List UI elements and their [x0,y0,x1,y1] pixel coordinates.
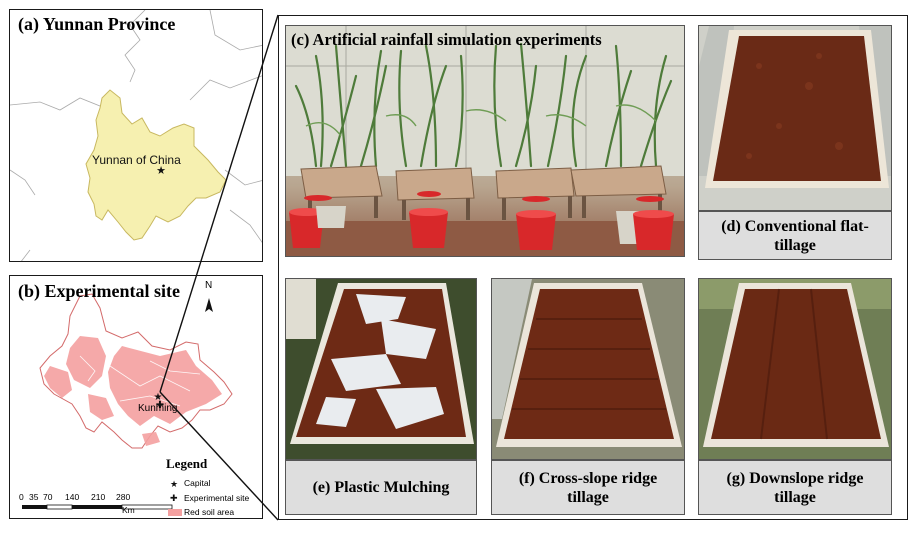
legend-item-experimental-site: Experimental site [184,493,250,503]
panel-b-experimental-site: ★ ✚ ★ ✚ (b) Experimental site N Kunming … [9,275,263,519]
scale-tick-35: 35 [29,492,39,502]
bucket-group [289,191,674,250]
red-soil-map: ★ ✚ ★ ✚ [22,293,233,516]
legend-item-red-soil: Red soil area [184,507,235,517]
photo-d-flat-tillage [698,25,892,211]
scale-tick-210: 210 [91,492,106,502]
scale-tick-0: 0 [19,492,24,502]
scale-bar [22,504,173,510]
yunnan-map: ★ [10,10,262,261]
caption-d: (d) Conventional flat-tillage [698,211,892,260]
north-label: N [205,280,213,291]
photo-f-cross-slope-ridge [491,278,685,460]
scale-tick-280: 280 [116,492,131,502]
legend-title: Legend [166,456,208,471]
photo-c-rainfall-simulation: (c) Artificial rainfall simulation exper… [285,25,685,257]
caption-e: (e) Plastic Mulching [285,460,477,515]
photo-c-title: (c) Artificial rainfall simulation exper… [291,30,602,49]
scale-tick-140: 140 [65,492,80,502]
panel-b-title: (b) Experimental site [18,281,180,301]
city-label: Kunming [138,403,178,414]
svg-text:★: ★ [154,392,163,403]
photo-e-plastic-mulching [285,278,477,460]
svg-text:★: ★ [170,479,178,489]
north-arrow-icon [205,298,213,312]
caption-f: (f) Cross-slope ridge tillage [491,460,685,515]
scale-unit: Km [122,505,135,515]
legend-item-capital: Capital [184,478,211,488]
photo-g-downslope-ridge [698,278,892,460]
caption-g: (g) Downslope ridge tillage [698,460,892,515]
panel-a-yunnan-map: ★ (a) Yunnan Province Yunnan of China [9,9,263,262]
yunnan-label: Yunnan of China [92,153,181,167]
scale-tick-70: 70 [43,492,53,502]
panel-a-title: (a) Yunnan Province [18,14,176,34]
svg-text:✚: ✚ [170,493,178,503]
